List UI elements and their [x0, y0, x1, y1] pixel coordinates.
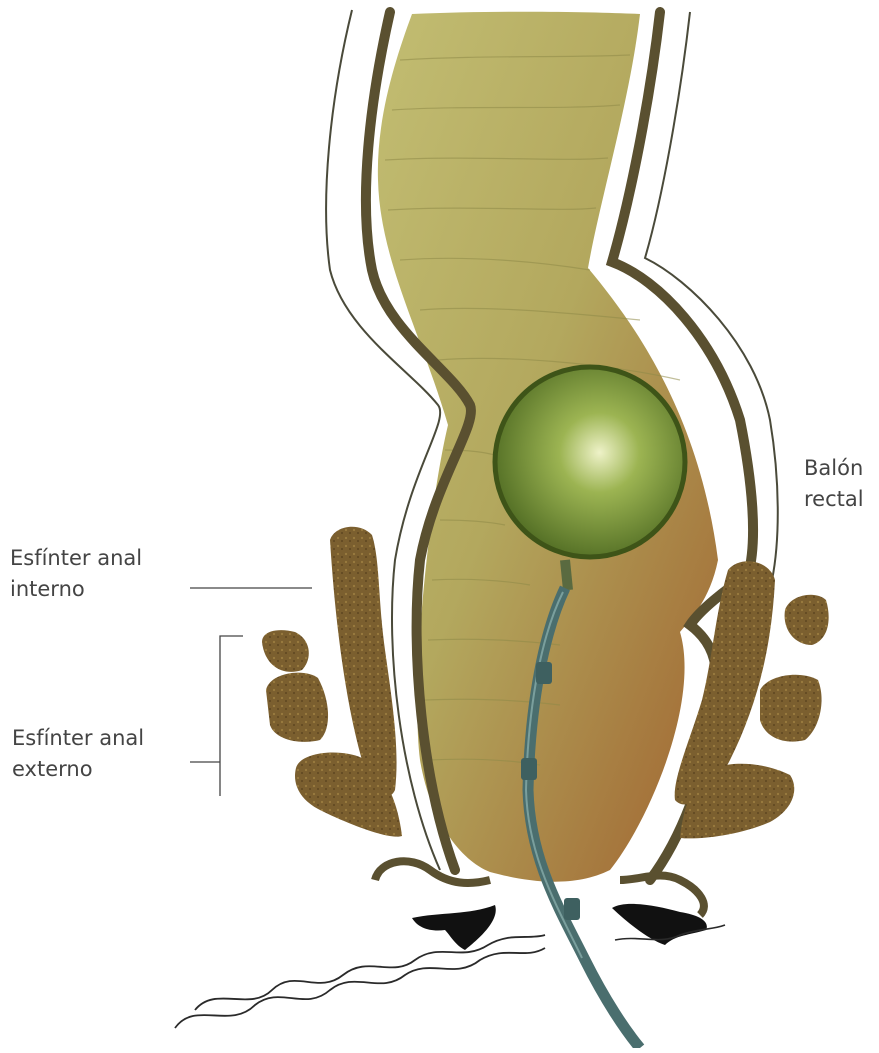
label-external-sphincter: Esfínter anal externo: [12, 723, 144, 785]
rectal-balloon: [495, 367, 685, 557]
external-sphincter-right-2: [760, 675, 822, 742]
external-sphincter-left-2: [266, 673, 328, 742]
electrode-left: [412, 905, 496, 950]
label-internal-sphincter: Esfínter anal interno: [10, 543, 142, 605]
label-balloon-line2: rectal: [804, 484, 864, 515]
catheter-band: [564, 898, 580, 920]
label-balloon: Balón rectal: [804, 453, 864, 515]
label-internal-sphincter-line2: interno: [10, 574, 142, 605]
catheter-band: [536, 662, 552, 684]
leader-external-sphincter-bracket: [220, 636, 243, 796]
label-internal-sphincter-line1: Esfínter anal: [10, 543, 142, 574]
catheter-band: [521, 758, 537, 780]
label-external-sphincter-line1: Esfínter anal: [12, 723, 144, 754]
skin-folds: [175, 935, 545, 1028]
balloon-neck: [565, 560, 568, 590]
external-sphincter-left-1: [262, 630, 309, 672]
label-external-sphincter-line2: externo: [12, 754, 144, 785]
label-balloon-line1: Balón: [804, 453, 864, 484]
anal-margin-left: [375, 861, 490, 883]
external-sphincter-right-1: [785, 595, 829, 645]
